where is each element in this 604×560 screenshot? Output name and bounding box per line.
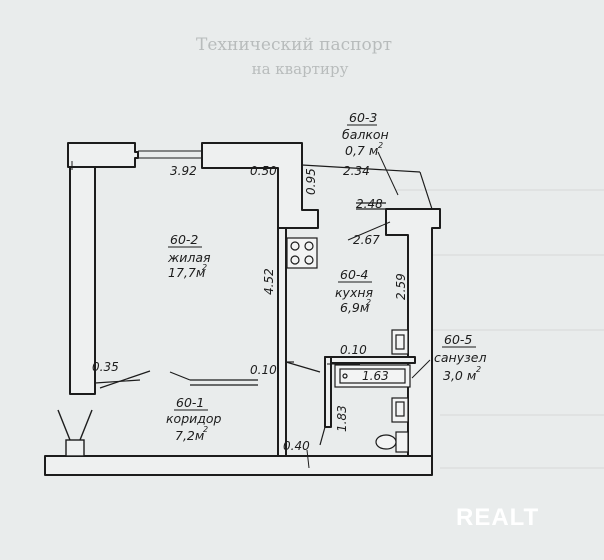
room-bathroom-area-exp: 2	[476, 365, 481, 374]
wall-bathroom-top	[324, 356, 416, 364]
balcony-outline	[301, 164, 433, 210]
watermark-logo: REALT	[456, 504, 539, 531]
dim-2-59: 2.59	[394, 273, 408, 300]
kitchen-sink-icon	[391, 329, 409, 355]
dim-4-52: 4.52	[262, 268, 276, 295]
room-kitchen-name: кухня	[335, 285, 374, 300]
room-kitchen: 60-4 кухня 6,9м 2	[335, 267, 374, 315]
wall-bathroom-left	[324, 356, 332, 428]
room-corridor: 60-1 коридор 7,2м 2	[166, 395, 222, 443]
dim-2-67: 2.67	[353, 233, 380, 247]
dim-1-83: 1.83	[335, 405, 349, 432]
room-kitchen-area: 6,9м	[340, 300, 369, 315]
room-balcony-name: балкон	[342, 127, 389, 142]
wall-top-right	[201, 142, 319, 229]
windows	[71, 150, 202, 170]
paper-rule-lines	[395, 189, 604, 469]
room-bathroom-area: 3,0 м	[443, 368, 476, 383]
room-living-name: жилая	[167, 250, 211, 265]
room-kitchen-id: 60-4	[340, 267, 368, 282]
stove-icon	[286, 237, 318, 269]
room-corridor-area: 7,2м	[175, 428, 204, 443]
room-living-area-exp: 2	[202, 263, 207, 272]
dimension-leaders	[306, 151, 431, 469]
entrance	[57, 409, 93, 457]
room-kitchen-area-exp: 2	[366, 298, 371, 307]
wall-bottom	[44, 455, 433, 476]
dim-0-10-corridor: 0.10	[250, 363, 277, 377]
wall-right	[385, 208, 441, 457]
room-balcony-area-exp: 2	[378, 141, 383, 150]
room-corridor-id: 60-1	[176, 395, 204, 410]
room-bathroom: 60-5 санузел 3,0 м 2	[434, 332, 486, 383]
dim-2-34: 2.34	[343, 164, 370, 178]
room-balcony: 60-3 балкон 0,7 м 2	[342, 110, 389, 158]
dim-0-40: 0.40	[283, 439, 310, 453]
room-bathroom-name: санузел	[434, 350, 486, 365]
dim-0-50: 0.50	[250, 164, 277, 178]
toilet-icon	[375, 431, 409, 453]
wall-left	[69, 166, 96, 395]
wall-top-left	[67, 142, 139, 168]
paper-heading-line1: Технический паспорт	[196, 35, 392, 55]
room-balcony-id: 60-3	[349, 110, 377, 125]
dim-2-48: 2.48	[356, 197, 383, 211]
dim-3-92: 3.92	[170, 164, 197, 178]
washbasin-icon	[391, 397, 409, 423]
bathtub-icon	[334, 364, 411, 388]
room-living-area: 17,7м	[168, 265, 205, 280]
wall-partition-living	[277, 227, 287, 457]
door-openings	[94, 361, 326, 446]
dim-0-10-bathroom: 0.10	[340, 343, 367, 357]
dim-0-35: 0.35	[92, 360, 119, 374]
room-balcony-area: 0,7 м	[345, 143, 378, 158]
room-living-id: 60-2	[170, 232, 198, 247]
walls	[44, 142, 441, 476]
dimension-labels: 3.92 0.50 0.95 2.34 2.48 2.67 4.52 2.59 …	[92, 164, 408, 453]
dim-1-63: 1.63	[362, 369, 389, 383]
room-living: 60-2 жилая 17,7м 2	[167, 232, 211, 280]
dim-0-95: 0.95	[304, 168, 318, 195]
paper-heading-line2: на квартиру	[252, 60, 349, 78]
room-bathroom-id: 60-5	[444, 332, 472, 347]
room-corridor-area-exp: 2	[203, 425, 208, 434]
room-corridor-name: коридор	[166, 411, 222, 426]
